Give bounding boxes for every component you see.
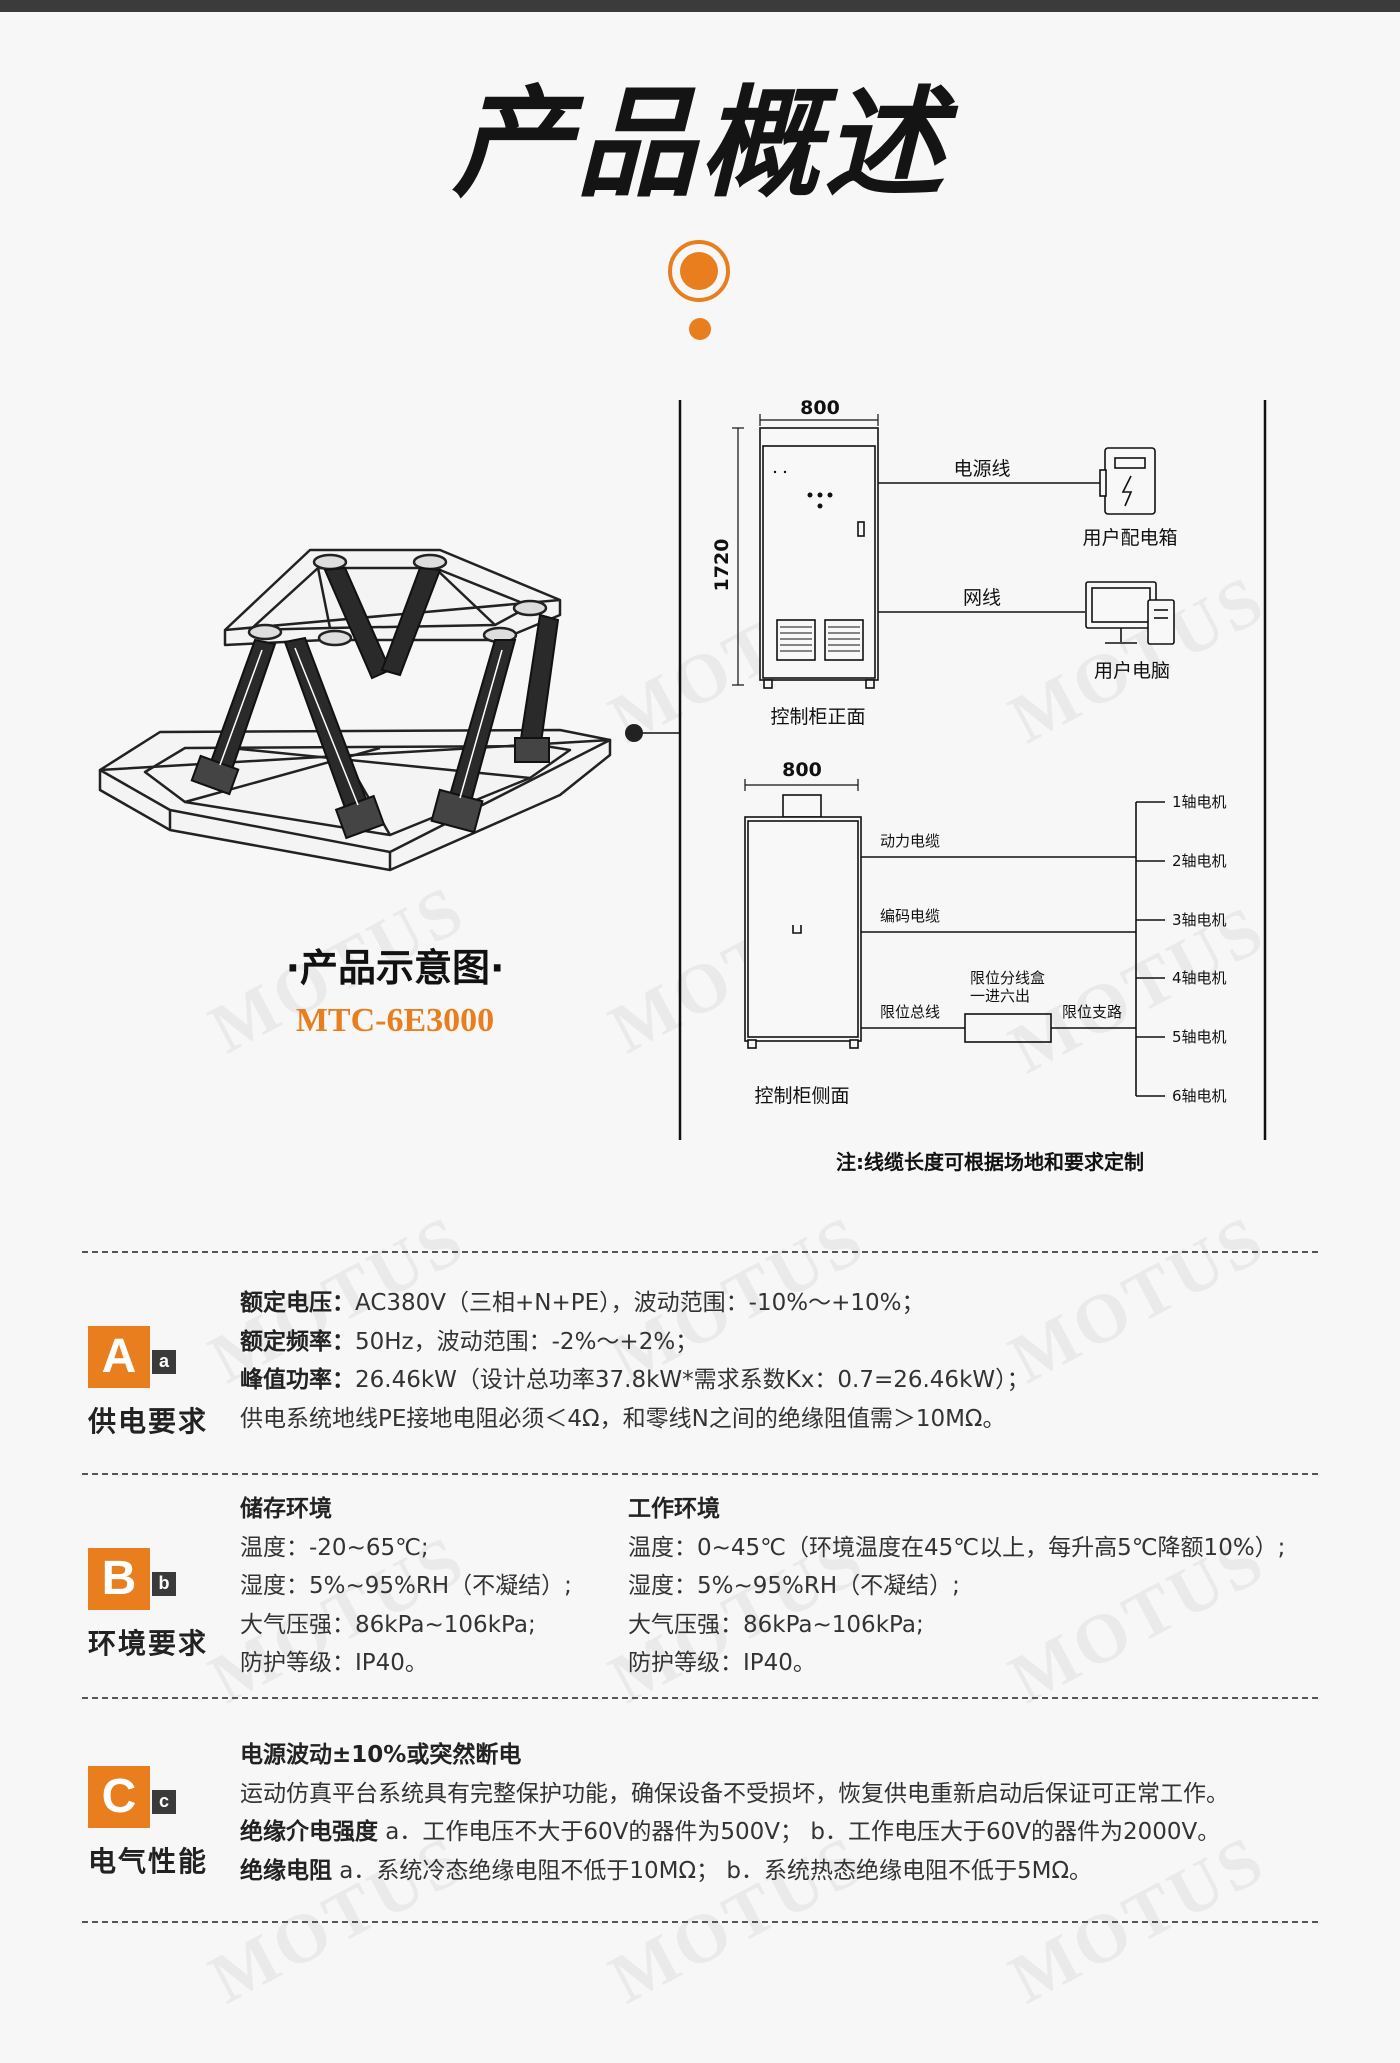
section-badge: B b: [88, 1548, 208, 1618]
connector-dot-icon: [625, 724, 643, 742]
section-divider: [82, 1697, 1318, 1699]
encoder-cable-label: 编码电缆: [880, 907, 940, 925]
spec-row: 大气压强：86kPa~106kPa;: [628, 1611, 924, 1638]
control-cabinet-diagram: 800 1720 控制柜正面 电源线 用户配电箱 网线: [625, 397, 1267, 1140]
spec-value: 供电系统地线PE接地电阻必须＜4Ω，和零线N之间的绝缘阻值需＞10MΩ。: [240, 1405, 1006, 1432]
spec-label: 额定电压：: [240, 1290, 355, 1316]
spec-row: 额定频率：50Hz，波动范围：-2%～+2%；: [240, 1323, 1030, 1362]
spec-row: 额定电压：AC380V（三相+N+PE），波动范围：-10%～+10%；: [240, 1284, 1030, 1323]
power-line-label: 电源线: [953, 458, 1010, 480]
badge-letter: C: [88, 1766, 150, 1828]
limit-bus-label: 限位总线: [880, 1003, 940, 1021]
spec-value: AC380V（三相+N+PE），波动范围：-10%～+10%；: [355, 1290, 925, 1316]
motor-label: 2轴电机: [1172, 852, 1227, 870]
front-width-label: 800: [800, 397, 840, 419]
note-text: 线缆长度可根据场地和要求定制: [864, 1150, 1144, 1174]
spec-row: 温度：-20~65℃;: [240, 1534, 429, 1561]
section-badge: A a: [88, 1326, 208, 1396]
spec-value: 50Hz，波动范围：-2%～+2%；: [355, 1328, 699, 1355]
product-model: MTC-6E3000: [295, 1002, 495, 1039]
spec-value: 26.46kW（设计总功率37.8kW*需求系数Kx：0.7=26.46kW）；: [355, 1367, 1030, 1393]
spec-row: 运动仿真平台系统具有完整保护功能，确保设备不受损坏，恢复供电重新启动后保证可正常…: [240, 1775, 1229, 1814]
section-electrical: C c 电气性能 电源波动±10%或突然断电 运动仿真平台系统具有完整保护功能，…: [82, 1736, 1318, 1916]
spec-row: 绝缘电阻 a．系统冷态绝缘电阻不低于10MΩ； b．系统热态绝缘电阻不低于5MΩ…: [240, 1852, 1229, 1891]
note-label: 注:: [836, 1150, 864, 1174]
limit-box-sublabel: 一进六出: [970, 987, 1030, 1005]
front-cabinet-label: 控制柜正面: [770, 706, 865, 728]
spec-row: 供电系统地线PE接地电阻必须＜4Ω，和零线N之间的绝缘阻值需＞10MΩ。: [240, 1400, 1030, 1439]
badge-letter: A: [88, 1326, 150, 1388]
spec-label: 电源波动±10%或突然断电: [240, 1742, 522, 1768]
section-title: 电气性能: [88, 1845, 209, 1878]
spec-row: 电源波动±10%或突然断电: [240, 1736, 1229, 1775]
section-divider: [82, 1921, 1318, 1923]
spec-label: 绝缘介电强度: [240, 1819, 378, 1845]
section-title: 环境要求: [88, 1627, 209, 1660]
spec-row: 温度：0~45℃（环境温度在45℃以上，每升高5℃降额10%）;: [628, 1534, 1286, 1561]
storage-environment: 储存环境 温度：-20~65℃; 湿度：5%~95%RH（不凝结）; 大气压强：…: [240, 1490, 572, 1683]
section-divider: [82, 1473, 1318, 1475]
section-content: 额定电压：AC380V（三相+N+PE），波动范围：-10%～+10%； 额定频…: [240, 1284, 1030, 1438]
decorative-dots: [668, 240, 732, 350]
front-height-label: 1720: [711, 539, 733, 592]
storage-head: 储存环境: [240, 1496, 332, 1522]
power-cable-label: 动力电缆: [880, 832, 940, 850]
spec-value: 运动仿真平台系统具有完整保护功能，确保设备不受损坏，恢复供电重新启动后保证可正常…: [240, 1780, 1229, 1807]
limit-branch-label: 限位支路: [1062, 1003, 1122, 1021]
motor-label: 3轴电机: [1172, 911, 1227, 929]
side-cabinet-label: 控制柜侧面: [754, 1085, 849, 1107]
small-dot-icon: [689, 318, 711, 340]
spec-row: 绝缘介电强度 a．工作电压不大于60V的器件为500V； b．工作电压大于60V…: [240, 1813, 1229, 1852]
motor-label: 1轴电机: [1172, 793, 1227, 811]
section-environment: B b 环境要求 储存环境 温度：-20~65℃; 湿度：5%~95%RH（不凝…: [82, 1490, 1318, 1690]
top-bar: [0, 0, 1400, 12]
spec-row: 防护等级：IP40。: [240, 1650, 428, 1676]
power-box-icon: [1099, 447, 1156, 515]
spec-row: 防护等级：IP40。: [628, 1650, 816, 1676]
computer-icon: [1085, 581, 1175, 645]
badge-letter: B: [88, 1548, 150, 1610]
spec-row: 大气压强：86kPa~106kPa;: [240, 1611, 536, 1638]
section-divider: [82, 1251, 1318, 1253]
badge-small-letter: c: [152, 1790, 176, 1814]
spec-row: 峰值功率：26.46kW（设计总功率37.8kW*需求系数Kx：0.7=26.4…: [240, 1361, 1030, 1400]
page-title: 产品概述: [452, 75, 948, 214]
badge-small-letter: b: [152, 1572, 176, 1596]
ring-dot-icon: [668, 240, 730, 302]
spec-row: 湿度：5%~95%RH（不凝结）;: [628, 1573, 960, 1599]
spec-label: 额定频率：: [240, 1328, 355, 1355]
motor-label: 5轴电机: [1172, 1028, 1227, 1046]
section-content: 电源波动±10%或突然断电 运动仿真平台系统具有完整保护功能，确保设备不受损坏，…: [240, 1736, 1229, 1890]
spec-label: 峰值功率：: [240, 1367, 355, 1393]
section-badge: C c: [88, 1766, 208, 1836]
section-power-supply: A a 供电要求 额定电压：AC380V（三相+N+PE），波动范围：-10%～…: [82, 1270, 1318, 1470]
side-width-label: 800: [782, 759, 822, 781]
spec-row: 湿度：5%~95%RH（不凝结）;: [240, 1573, 572, 1599]
user-pc-label: 用户电脑: [1094, 660, 1170, 682]
product-caption-title: ·产品示意图·: [285, 946, 505, 990]
network-line-label: 网线: [963, 587, 1001, 609]
limit-box-label: 限位分线盒: [970, 969, 1045, 987]
motor-label: 6轴电机: [1172, 1087, 1227, 1105]
working-environment: 工作环境 温度：0~45℃（环境温度在45℃以上，每升高5℃降额10%）; 湿度…: [628, 1490, 1285, 1683]
power-box-label: 用户配电箱: [1082, 527, 1177, 549]
cable-note: 注:线缆长度可根据场地和要求定制: [836, 1146, 1144, 1175]
working-head: 工作环境: [628, 1496, 720, 1522]
spec-label: 绝缘电阻: [240, 1857, 332, 1884]
product-caption: ·产品示意图· MTC-6E3000: [260, 940, 530, 1046]
spec-value: a．系统冷态绝缘电阻不低于10MΩ； b．系统热态绝缘电阻不低于5MΩ。: [332, 1857, 1093, 1884]
section-title: 供电要求: [88, 1405, 209, 1438]
badge-small-letter: a: [152, 1350, 176, 1374]
motor-label: 4轴电机: [1172, 969, 1227, 987]
spec-value: a．工作电压不大于60V的器件为500V； b．工作电压大于60V的器件为200…: [378, 1819, 1221, 1845]
hexapod-platform-illustration: [98, 548, 612, 872]
